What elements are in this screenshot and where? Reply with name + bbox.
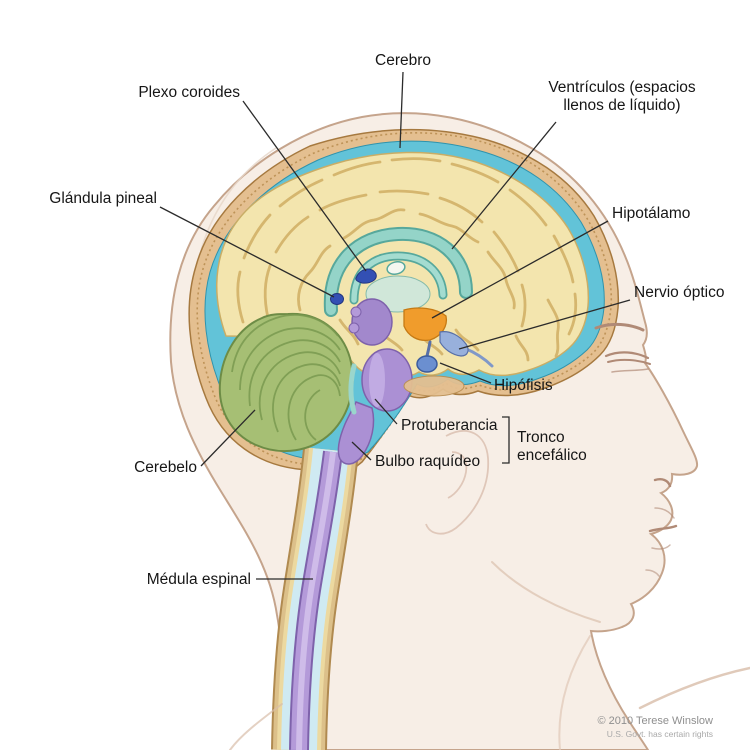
lower-eyelid-line [611, 368, 649, 373]
label-bulbo-raquideo: Bulbo raquídeo [351, 441, 480, 470]
leader-bulbo-raquideo [351, 441, 372, 461]
shoulder-line [638, 666, 750, 710]
label-ventriculos-text-line2: llenos de líquido) [563, 97, 680, 114]
pituitary-shape [416, 340, 438, 373]
label-nervio-optico-text: Nervio óptico [634, 284, 724, 301]
label-plexo-coroides: Plexo coroides [138, 84, 367, 272]
leader-hipotalamo [431, 220, 609, 319]
interventricular-foramen [386, 261, 406, 275]
label-glandula-pineal: Glándula pineal [49, 190, 335, 298]
label-tronco-encefalico-text-line1: Tronco [517, 429, 565, 446]
collar-line [229, 703, 283, 750]
eye-line [607, 358, 651, 365]
ventricle-complex [323, 226, 473, 317]
upper-lip-line [654, 507, 675, 519]
label-plexo-coroides-text: Plexo coroides [138, 84, 240, 101]
tronco-bracket [502, 416, 510, 464]
upper-eyelid-line [604, 351, 650, 360]
label-cerebelo: Cerebelo [134, 409, 256, 476]
eyebrow-line [594, 322, 645, 332]
cerebellum-folia [231, 314, 341, 441]
lower-lip-line [651, 544, 671, 550]
cerebellum-shape [218, 312, 354, 452]
cerebellum-body [218, 312, 354, 452]
neck-muscle-line [558, 635, 591, 750]
pineal-gland-shape [330, 293, 344, 305]
label-hipofisis-text: Hipófisis [494, 377, 553, 394]
label-medula-espinal-text: Médula espinal [147, 571, 251, 588]
label-glandula-pineal-text: Glándula pineal [49, 190, 157, 207]
face-features [229, 322, 750, 750]
midbrain-shape [348, 298, 393, 346]
label-tronco-encefalico: Tronco encefálico [502, 416, 587, 464]
sella-bone [403, 375, 465, 397]
brainstem-shape [337, 298, 413, 465]
label-hipotalamo: Hipotálamo [431, 205, 690, 319]
label-medula-espinal: Médula espinal [147, 571, 313, 588]
label-protuberancia: Protuberancia [374, 398, 498, 434]
leader-plexo-coroides [242, 100, 367, 272]
label-protuberancia-text: Protuberancia [401, 417, 498, 434]
pons-highlight [369, 353, 385, 407]
labels: Cerebro Plexo coroides Ventrículos (espa… [49, 52, 724, 588]
medulla-shape [337, 401, 375, 465]
leader-cerebelo [200, 409, 256, 467]
nostril-line [653, 478, 672, 488]
label-ventriculos: Ventrículos (espacios llenos de líquido) [451, 79, 696, 250]
leader-nervio-optico [458, 299, 631, 350]
label-cerebro-text: Cerebro [375, 52, 431, 69]
label-tronco-encefalico-text-line2: encefálico [517, 447, 587, 464]
spinal-cord-shape [289, 450, 343, 750]
mouth-line [648, 524, 678, 533]
ear-outline [425, 430, 490, 535]
optic-nerve-shape [439, 331, 494, 368]
leader-glandula-pineal [159, 206, 335, 298]
label-cerebelo-text: Cerebelo [134, 459, 197, 476]
jaw-line [491, 561, 601, 623]
leader-protuberancia [374, 398, 398, 425]
credit-line2: U.S. Govt. has certain rights [607, 729, 713, 739]
label-hipotalamo-text: Hipotálamo [612, 205, 690, 222]
leader-ventriculos [451, 121, 557, 250]
label-hipofisis: Hipófisis [439, 362, 553, 394]
fourth-ventricle [348, 363, 357, 415]
credit-line1: © 2010 Terese Winslow [597, 715, 713, 727]
label-nervio-optico: Nervio óptico [458, 284, 724, 350]
label-ventriculos-text-line1: Ventrículos (espacios [548, 79, 696, 96]
label-bulbo-raquideo-text: Bulbo raquídeo [375, 453, 480, 470]
lateral-ventricle-band [325, 228, 471, 315]
chin-crease-line [645, 569, 660, 577]
leader-hipofisis [439, 362, 492, 384]
leader-cerebro [399, 71, 404, 149]
choroid-plexus-shape [355, 268, 377, 284]
label-cerebro: Cerebro [375, 52, 431, 149]
credit: © 2010 Terese Winslow U.S. Govt. has cer… [597, 715, 713, 739]
